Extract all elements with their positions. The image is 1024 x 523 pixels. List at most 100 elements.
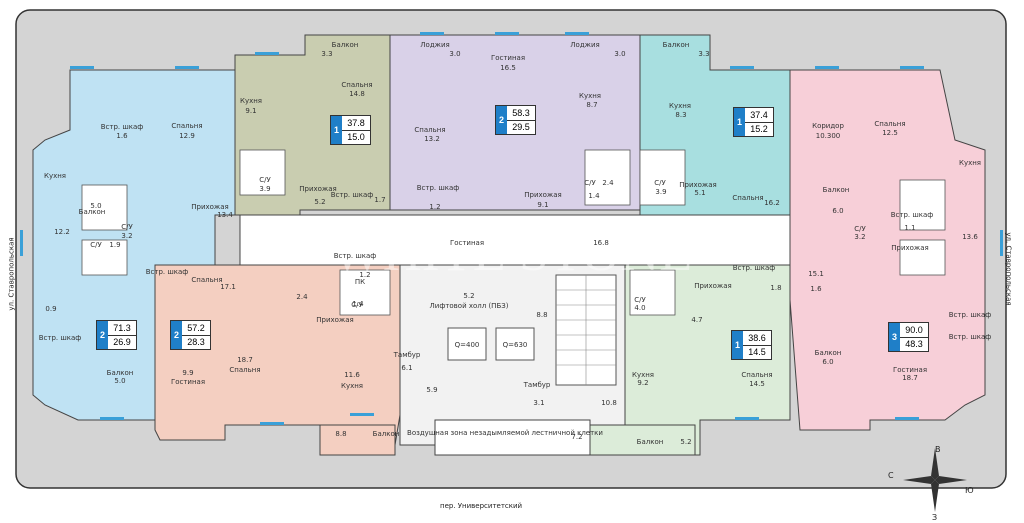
room-label: 12.5 [882,129,898,137]
room-label: С/У [584,179,596,187]
room-label: Встр. шкаф [145,268,189,276]
room-label: Спальня [741,371,773,379]
room-label: 4.7 [691,316,703,324]
room-label: С/У [259,176,271,184]
room-label: 1.2 [429,203,441,211]
room-label: Тамбур [393,351,421,359]
balcony [319,424,396,456]
elevator-1 [447,327,487,361]
room-label: Кухня [668,102,692,110]
room-label: Кухня [958,159,982,167]
balcony [589,424,696,456]
apt-rooms: 3 [889,323,900,351]
apt-living: 26.9 [113,337,131,348]
room-label: С/У [90,241,102,249]
compass-e: В [935,445,941,454]
room-label: 8.3 [675,111,687,119]
room-label: 1.9 [109,241,121,249]
room-label: 13.2 [424,135,440,143]
room-label: С/У [854,225,866,233]
room-label: Балкон [662,41,690,49]
room-label: 9.1 [537,201,549,209]
room-label: 6.0 [832,207,844,215]
room-label: 5.1 [694,189,706,197]
room-label: 12.2 [54,228,70,236]
room-label: Кухня [239,97,263,105]
room-label: 8.8 [536,311,548,319]
room-label: Встр. шкаф [948,333,992,341]
room-label: Кухня [578,92,602,100]
room-label: Кухня [43,172,67,180]
room-label: Балкон [372,430,400,438]
room-label: Прихожая [524,191,562,199]
room-label: Тамбур [523,381,551,389]
room-label: 17.1 [220,283,236,291]
room-label: 16.5 [500,64,516,72]
apt-rooms: 2 [171,321,182,349]
room-label: 3.3 [321,50,333,58]
room-label: 1.1 [904,224,916,232]
room-label: 15.1 [808,270,824,278]
apt-total: 57.2 [182,321,210,336]
room-label: 7.2 [571,433,583,441]
room-label: Гостиная [449,239,485,247]
room-label: С/У [121,223,133,231]
room-label: 10.8 [601,399,617,407]
room-label: Прихожая [316,316,354,324]
room-label: Балкон [78,208,106,216]
room-label: 3.0 [449,50,461,58]
room-label: 16.8 [593,239,609,247]
room-label: 3.1 [533,399,545,407]
apt-rooms: 2 [97,321,108,349]
street-bottom: пер. Университетский [440,502,523,510]
room-label: 12.9 [179,132,195,140]
room-label: Балкон [106,369,134,377]
compass-se: Ю [965,486,974,495]
room-label: Встр. шкаф [330,191,374,199]
room-label: 2.4 [602,179,614,187]
room-label: 8.8 [335,430,347,438]
room-label: 9.9 [182,369,194,377]
apt-living: 28.3 [187,337,205,348]
room-label: Лоджия [420,41,450,49]
street-right: ул. Ставропольская [1004,232,1013,306]
room-label: 6.1 [401,364,413,372]
room-label: Балкон [814,349,842,357]
room-label: 1.8 [770,284,782,292]
compass-icon [903,448,967,512]
room-label: Встр. шкаф [948,311,992,319]
apt-living: 15.0 [347,132,365,143]
room-label: 9.1 [245,107,257,115]
apt-total: 58.3 [507,106,535,121]
room-label: 14.8 [349,90,365,98]
room-label: Лифтовой холл (ПБЗ) [429,302,509,310]
corridor [239,214,791,266]
room-label: Встр. шкаф [38,334,82,342]
room-label: 1.4 [352,300,364,308]
room-label: Прихожая [891,244,929,252]
room-label: Прихожая [299,185,337,193]
room-label: 1.6 [116,132,128,140]
room-label: 5.2 [314,198,326,206]
compass-w: З [932,513,937,522]
apt-total: 37.8 [342,116,370,131]
room-label: 3.9 [259,185,271,193]
room-label: 1.6 [810,285,822,293]
room-label: 18.7 [237,356,253,364]
apt-rooms: 1 [732,331,743,359]
room-label: 18.7 [902,374,918,382]
room-label: 3.3 [698,50,710,58]
room-label: Спальня [874,120,906,128]
room-label: Прихожая [191,203,229,211]
room-label: Кухня [340,382,364,390]
compass-s: С [888,471,894,480]
room-label: С/У [654,179,666,187]
room-label: Q=400 [454,341,480,349]
